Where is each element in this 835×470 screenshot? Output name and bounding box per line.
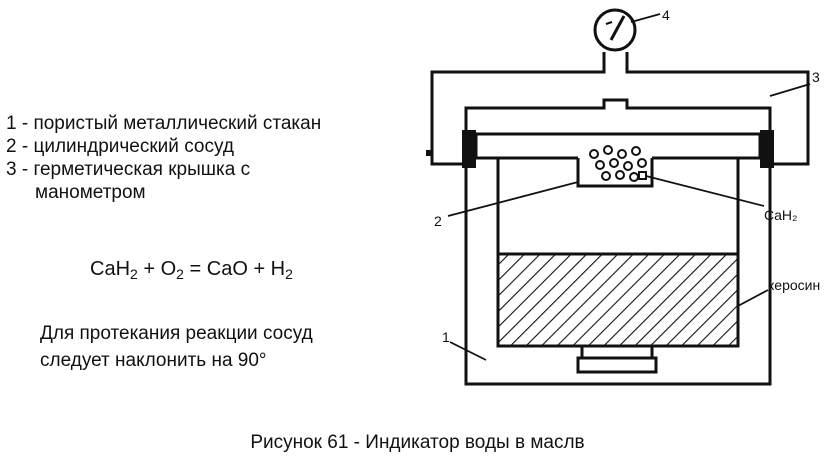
label-reagent: CaH₂ [764,207,797,223]
legend-item-2: 2 - цилиндрический сосуд [6,136,234,157]
equation-h-subscript: 2 [285,266,293,282]
vessel-support [580,344,654,360]
leader-cup [449,341,487,361]
equation-plus-o: + O [137,258,177,280]
equation-cah-subscript: 2 [130,266,138,282]
reagent-pocket [576,158,654,188]
label-cup: 1 [442,329,450,345]
label-vessel: 2 [434,213,442,229]
note: Для протекания реакции сосуд следует нак… [40,320,313,374]
leader-liquid [737,289,769,307]
cup-rim-right [760,130,774,168]
reagent-granules [589,145,647,182]
note-line-1: Для протекания реакции сосуд [40,323,313,344]
label-lid: 3 [812,69,820,85]
legend-item-1: 1 - пористый металлический стакан [6,113,322,134]
label-gauge: 4 [662,7,670,23]
legend-item-3: 3 - герметическая крышка с [6,159,251,180]
hermetic-lid [430,52,810,166]
equation-cah: CaH [90,258,131,280]
legend: 1 - пористый металлический стакан 2 - ци… [6,112,416,204]
gauge-needle [609,15,626,41]
reaction-equation: CaH2 + O2 = CaO + H2 [90,258,293,282]
kerosene-layer [496,252,740,348]
cup-rim-left [462,130,476,168]
note-line-2: следует наклонить на 90° [40,350,267,371]
lid-edge-mark [426,150,432,156]
vessel-support-base [576,356,658,374]
label-liquid: керосин [768,277,820,293]
porous-metal-cup [464,134,772,386]
leader-gauge [630,13,661,23]
figure-caption: Рисунок 61 - Индикатор воды в маслв [250,432,585,453]
equation-rhs: = CaO + H [183,258,286,280]
equation-o-subscript: 2 [176,266,184,282]
gauge-tick [605,21,613,25]
leader-lid [769,83,811,97]
leader-vessel [447,181,579,217]
legend-item-3-continued: манометром [35,182,146,203]
leader-reagent [645,175,765,207]
